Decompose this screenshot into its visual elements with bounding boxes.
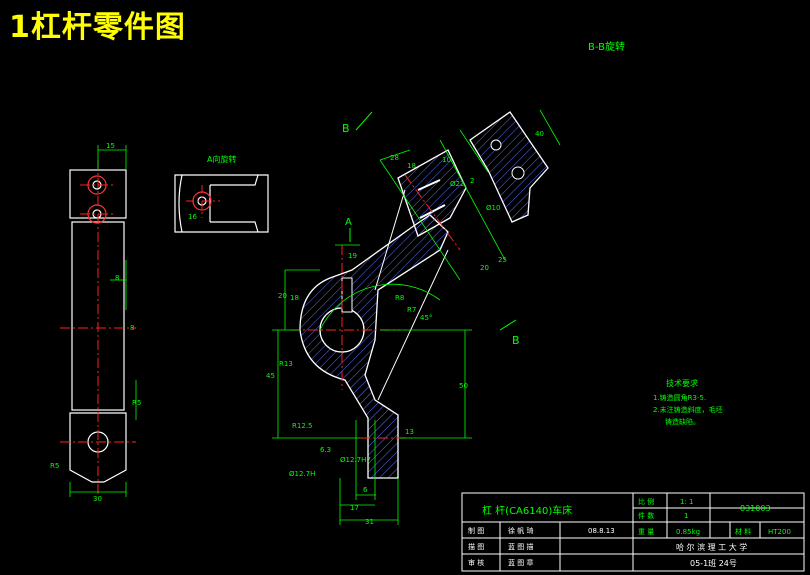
dim-main-2: 2 <box>470 177 474 185</box>
title-block-text: 杠 杆(CA6140)车床 比 例 1: 1 件 数 1 831003 重 量 … <box>468 497 791 568</box>
dim-main-45deg: 45° <box>420 314 432 322</box>
tech-req-line-2: 2.未注铸造斜度，毛坯 <box>653 405 723 414</box>
dim-main-18b: 18 <box>407 162 416 170</box>
tb-qty-value: 1 <box>684 512 688 520</box>
dim-main-45: 45 <box>266 372 275 380</box>
main-view-hatched-body <box>299 149 467 479</box>
section-label: B-B旋转 <box>588 40 625 53</box>
view-a-label: A向旋转 <box>207 154 236 164</box>
tb-approved-label: 审 核 <box>468 558 484 567</box>
dim-main-50: 50 <box>459 382 468 390</box>
tb-drawn-date: 08.8.13 <box>588 527 615 535</box>
tech-requirements: 技术要求 1.铸造圆角R3-5. 2.未注铸造斜度，毛坯 铸造缺陷。 <box>653 378 723 426</box>
dim-main-6: 6 <box>363 486 368 494</box>
left-view-centerlines <box>60 160 136 495</box>
dim-main-40: 40 <box>535 130 544 138</box>
tb-scale-label: 比 例 <box>638 497 654 506</box>
dim-left-15: 15 <box>106 142 115 150</box>
dim-left-8a: 8 <box>115 274 119 282</box>
dim-main-phi22: Ø22 <box>450 180 464 188</box>
drawing-headline: 1杠杆零件图 <box>9 10 186 45</box>
dim-main-r8: R8 <box>395 294 404 302</box>
section-markers <box>349 111 517 331</box>
dim-main-phi127: Ø12.7H <box>289 470 315 478</box>
dim-main-20b: 20 <box>480 264 489 272</box>
aux-centerlines <box>186 185 220 218</box>
title-block-frame <box>461 492 805 572</box>
tb-material-label: 材 料 <box>735 527 751 536</box>
tb-weight-value: 0.85kg <box>676 528 700 536</box>
dim-main-20: 20 <box>278 292 287 300</box>
left-view-bottom-lug <box>69 412 127 483</box>
tb-qty-label: 件 数 <box>638 511 654 520</box>
main-dimension-lines <box>272 109 561 525</box>
tb-drawn-name: 徐 帆 琦 <box>508 526 533 535</box>
dim-main-r7: R7 <box>407 306 416 314</box>
tb-material-value: HT200 <box>768 528 791 536</box>
section-mark-top: B <box>342 122 350 135</box>
tb-checked-name: 蓝 图 描 <box>508 542 533 551</box>
left-view-dimensions <box>69 145 137 497</box>
dim-aux-16: 16 <box>188 213 197 221</box>
view-a-arrow: A <box>345 217 352 228</box>
tb-scale-value: 1: 1 <box>680 498 694 506</box>
tech-req-line-1: 1.铸造圆角R3-5. <box>653 393 706 402</box>
main-view-construction-lines <box>374 189 449 401</box>
section-bb-view <box>469 111 549 223</box>
aux-view <box>174 174 269 233</box>
tb-drawn-label: 制 图 <box>468 526 484 535</box>
tech-req-title: 技术要求 <box>666 378 698 388</box>
dim-left-r5a: R5 <box>132 399 141 407</box>
tb-approved-name: 蓝 图 章 <box>508 558 533 567</box>
tb-weight-label: 重 量 <box>638 528 654 536</box>
dim-main-17: 17 <box>350 504 359 512</box>
dim-main-63: 6.3 <box>320 446 331 454</box>
dim-main-10: 10 <box>442 156 451 164</box>
main-dimension-labels: 45 50 R13 Ø12.7H 6.3 17 6 31 13 Ø12.7H7 … <box>266 130 544 526</box>
dim-main-13: 13 <box>405 428 414 436</box>
dim-main-phi127h7: Ø12.7H7 <box>340 456 371 464</box>
dim-left-8b: 8 <box>130 324 134 332</box>
dim-left-30: 30 <box>93 495 102 503</box>
section-mark-bottom: B <box>512 334 520 347</box>
dim-main-31: 31 <box>365 518 374 526</box>
dim-main-28: 28 <box>390 154 399 162</box>
tech-req-line-3: 铸造缺陷。 <box>665 417 700 426</box>
tb-school: 哈 尔 滨 理 工 大 学 <box>676 542 747 552</box>
dim-main-r125: R12.5 <box>292 422 312 430</box>
dim-main-25: 25 <box>498 256 507 264</box>
dim-main-19: 19 <box>348 252 357 260</box>
tb-drawing-no: 831003 <box>740 504 771 513</box>
tb-part-name: 杠 杆(CA6140)车床 <box>482 504 572 517</box>
tb-checked-label: 描 图 <box>468 542 484 551</box>
dim-main-18a: 18 <box>290 294 299 302</box>
dim-left-r5b: R5 <box>50 462 59 470</box>
tb-class-no: 05-1班 24号 <box>690 558 737 568</box>
dim-main-phi10: Ø10 <box>486 204 500 212</box>
dim-main-r13: R13 <box>279 360 293 368</box>
